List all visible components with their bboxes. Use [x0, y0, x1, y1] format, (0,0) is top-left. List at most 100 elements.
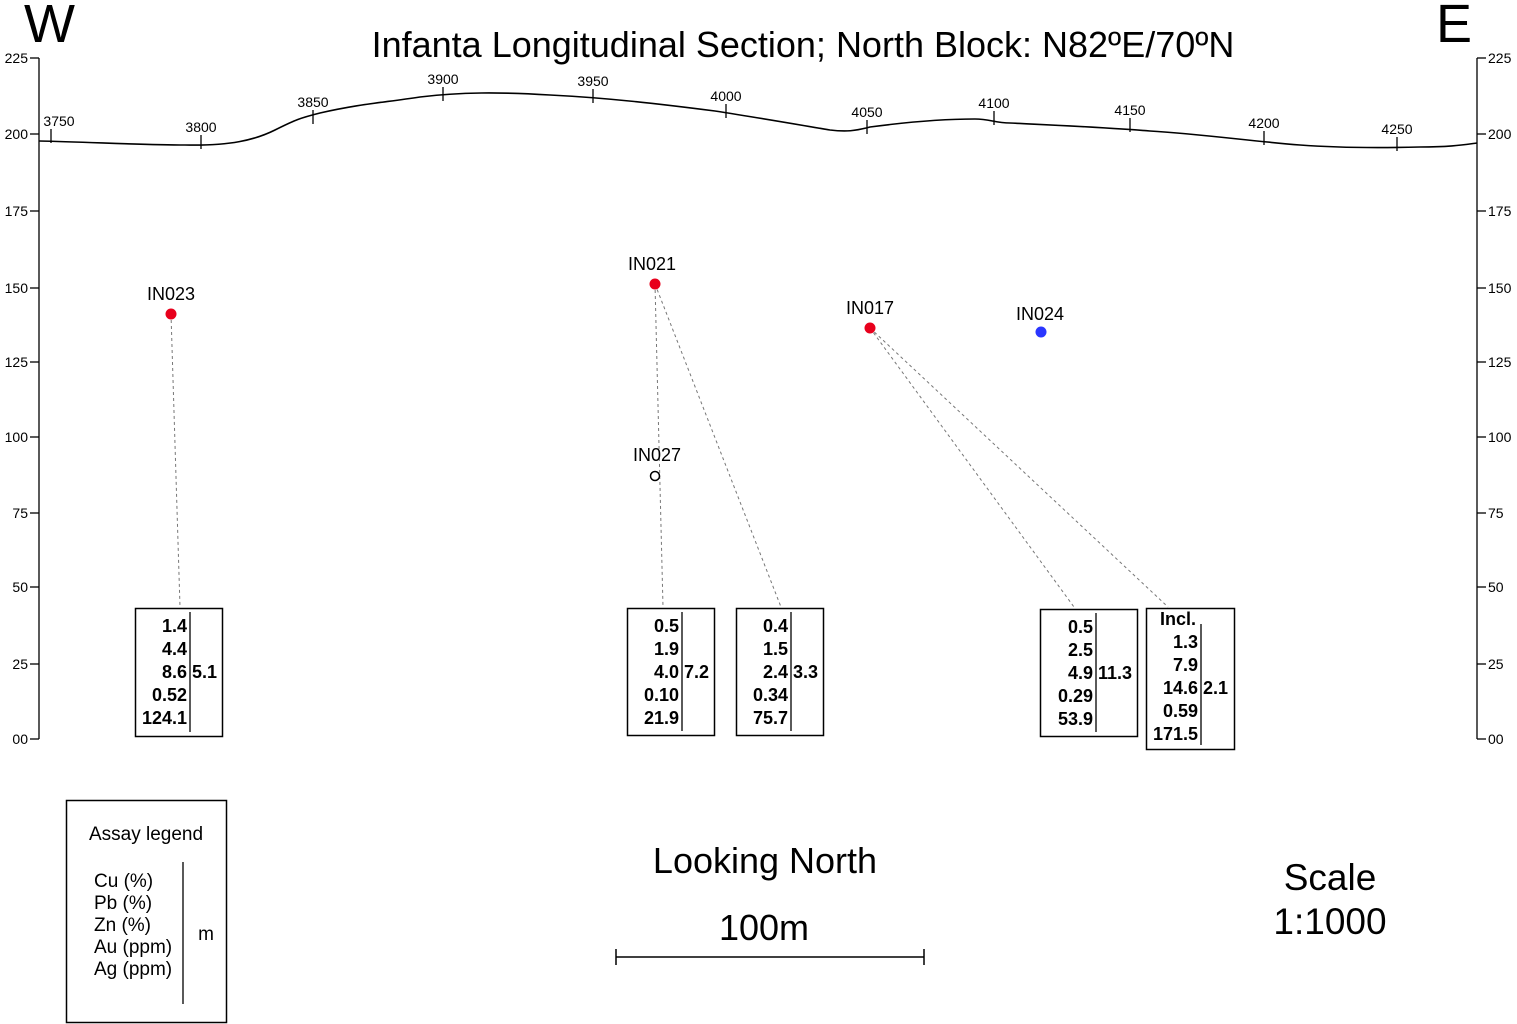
collar-marker [1035, 326, 1047, 338]
chainage-tick-label: 4100 [978, 95, 1009, 111]
legend-title: Assay legend [89, 824, 203, 845]
assay-box-frame [1039, 608, 1139, 738]
hole-in023[interactable]: IN023 [147, 284, 195, 320]
assay-box-frame [134, 607, 224, 738]
assay-value: 7.9 [1173, 655, 1198, 675]
assay-boxes: 1.4 4.4 8.6 0.52 124.1 5.1 0.5 1.9 4.0 0.10 21.9 7.… [134, 607, 1236, 751]
assay-value: 124.1 [142, 708, 187, 728]
hole-in024[interactable]: IN024 [1016, 304, 1064, 338]
elevation-tick-label: 225 [1488, 50, 1512, 66]
hole-label: IN027 [633, 445, 681, 465]
assay-value: 0.59 [1163, 701, 1198, 721]
hole-in027[interactable]: IN027 [633, 445, 681, 482]
elevation-tick-label: 200 [1488, 126, 1512, 142]
chainage-tick-label: 4150 [1114, 102, 1145, 118]
assay-value: 171.5 [1153, 724, 1198, 744]
elevation-tick-label: 25 [12, 656, 28, 672]
assay-value: 2.4 [763, 662, 788, 682]
legend-item-pb: Pb (%) [94, 893, 152, 914]
assay-value: 8.6 [162, 662, 187, 682]
collar-marker [165, 308, 177, 320]
assay-value: 2.5 [1068, 640, 1093, 660]
assay-value: 14.6 [1163, 678, 1198, 698]
east-compass-label: E [1436, 0, 1472, 54]
elevation-tick-label: 00 [12, 731, 28, 747]
planned-hole-marker [649, 470, 661, 482]
assay-value: 21.9 [644, 708, 679, 728]
assay-value: 53.9 [1058, 709, 1093, 729]
assay-legend: Assay legend Cu (%) Pb (%) Zn (%) Au (pp… [65, 799, 228, 1024]
collar-marker [649, 278, 661, 290]
chainage-tick-label: 4000 [710, 88, 741, 104]
assay-value: 4.0 [654, 662, 679, 682]
assay-box-frame [735, 607, 825, 737]
elevation-tick-label: 175 [5, 203, 29, 219]
assay-value: 0.29 [1058, 686, 1093, 706]
elevation-tick-label: 225 [5, 50, 29, 66]
section-title: Infanta Longitudinal Section; North Bloc… [372, 24, 1235, 65]
assay-value: 0.4 [763, 616, 788, 636]
chainage-tick-label: 3900 [427, 71, 458, 87]
assay-interval-width: 11.3 [1098, 663, 1132, 683]
elevation-tick-label: 100 [5, 429, 29, 445]
hole-in017[interactable]: IN017 [846, 298, 894, 334]
assay-value: 1.4 [162, 616, 187, 636]
hole-label: IN021 [628, 254, 676, 274]
elevation-tick-label: 200 [5, 126, 29, 142]
hole-label: IN017 [846, 298, 894, 318]
assay-box-in023: 1.4 4.4 8.6 0.52 124.1 5.1 [134, 607, 224, 738]
legend-item-zn: Zn (%) [94, 915, 151, 936]
elevation-tick-label: 50 [12, 579, 28, 595]
left-elevation-ticks: 225 200 175 150 125 100 75 50 25 00 [5, 50, 39, 747]
drill-traces [170, 283, 1169, 608]
drill-trace-in017-b [869, 327, 1169, 608]
surface-profile-line [38, 92, 1478, 149]
assay-interval-width: 7.2 [684, 662, 709, 682]
elevation-tick-label: 75 [1488, 505, 1504, 521]
drill-trace-in017-a [869, 327, 1075, 608]
scale-title: Scale [1284, 857, 1377, 898]
hole-in021[interactable]: IN021 [628, 254, 676, 290]
assay-value: 0.10 [644, 685, 679, 705]
elevation-tick-label: 25 [1488, 656, 1504, 672]
assay-interval-width: 2.1 [1203, 678, 1228, 698]
elevation-tick-label: 50 [1488, 579, 1504, 595]
chainage-tick-label: 3850 [297, 94, 328, 110]
assay-interval-width: 3.3 [793, 662, 818, 682]
view-direction-label: Looking North [653, 840, 877, 881]
hole-label: IN023 [147, 284, 195, 304]
legend-item-ag: Ag (ppm) [94, 959, 172, 980]
elevation-tick-label: 100 [1488, 429, 1512, 445]
assay-heading: Incl. [1160, 609, 1196, 629]
elevation-tick-label: 150 [5, 280, 29, 296]
elevation-tick-label: 125 [5, 354, 29, 370]
assay-value: 4.9 [1068, 663, 1093, 683]
chainage-tick-label: 4050 [851, 104, 882, 120]
legend-item-cu: Cu (%) [94, 871, 153, 892]
assay-interval-width: 5.1 [192, 662, 217, 682]
elevation-tick-label: 75 [12, 505, 28, 521]
elevation-tick-label: 125 [1488, 354, 1512, 370]
assay-value: 0.5 [1068, 617, 1093, 637]
west-compass-label: W [24, 0, 75, 54]
assay-box-frame [1145, 607, 1236, 751]
chainage-tick-label: 3950 [577, 73, 608, 89]
chainage-tick-label: 3750 [43, 113, 74, 129]
legend-width-label: m [198, 924, 214, 945]
scale-bar-label: 100m [719, 907, 809, 948]
chainage-tick-label: 4250 [1381, 121, 1412, 137]
assay-value: 0.52 [152, 685, 187, 705]
assay-value: 4.4 [162, 639, 187, 659]
drill-trace-in023 [170, 313, 181, 608]
elevation-tick-label: 175 [1488, 203, 1512, 219]
assay-value: 1.9 [654, 639, 679, 659]
collar-marker [864, 322, 876, 334]
hole-label: IN024 [1016, 304, 1064, 324]
scale-ratio: 1:1000 [1273, 901, 1386, 942]
chainage-tick-label: 4200 [1248, 115, 1279, 131]
